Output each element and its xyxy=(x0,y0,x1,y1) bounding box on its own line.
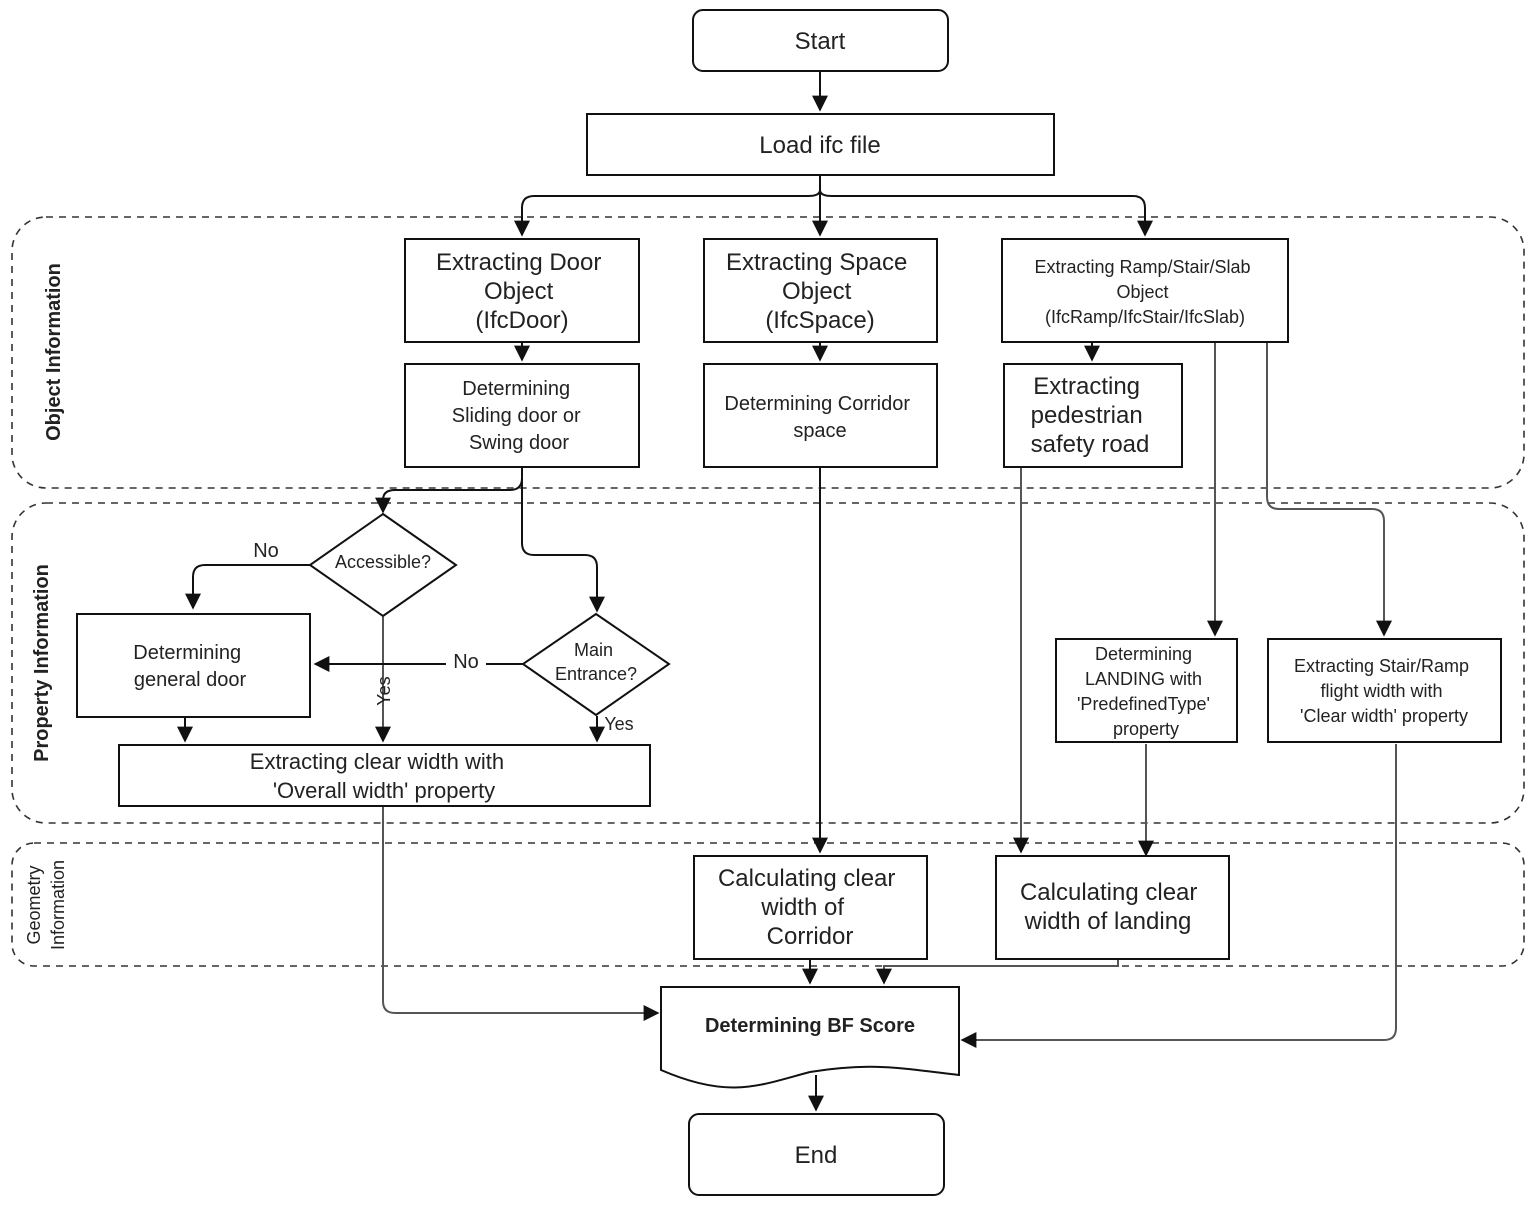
edge-ramp-flight xyxy=(1266,343,1392,637)
main-entrance-line-1: Main xyxy=(574,640,613,660)
svg-text:Extracting Door Object: Extracting Door Object (IfcDoor) xyxy=(436,249,608,334)
node-load-ifc: Load ifc file xyxy=(586,113,1055,176)
edge-load-ramp xyxy=(819,189,1153,237)
svg-text:Extracting Space Object: Extracting Space Object (IfcSpace) xyxy=(726,249,914,334)
door-type-line-2: Sliding door or xyxy=(452,405,581,427)
label-main-yes: Yes xyxy=(604,714,633,734)
calc-corridor-line-1: Calculating clear xyxy=(718,865,895,892)
end-label: End xyxy=(795,1142,838,1169)
node-calc-landing: Calculating clear width of landing xyxy=(995,855,1230,960)
landing-line-1: Determining xyxy=(1095,644,1192,664)
svg-text:Determining LANDING with: Determining LANDING with 'PredefinedType… xyxy=(1077,644,1215,739)
edge-doortype-main xyxy=(521,468,605,613)
node-bf-score: Determining BF Score xyxy=(660,986,960,1089)
svg-text:Extracting pedestrian: Extracting pedestrian safety road xyxy=(1031,373,1150,458)
accessible-label: Accessible? xyxy=(335,552,431,572)
bf-score-label: Determining BF Score xyxy=(705,1015,915,1037)
node-main-entrance-decision: Main Entrance? xyxy=(521,612,671,717)
start-label: Start xyxy=(795,28,846,55)
corridor-line-1: Determining Corridor xyxy=(724,393,910,415)
zone-geometry-information: Geometry Information xyxy=(11,842,1525,967)
node-start: Start xyxy=(692,9,949,72)
node-calc-corridor: Calculating clear width of Corridor xyxy=(693,855,928,960)
door-type-line-3: Swing door xyxy=(469,432,569,454)
corridor-line-2: space xyxy=(793,420,846,442)
calc-landing-line-2: width of landing xyxy=(1024,908,1192,935)
landing-line-4: property xyxy=(1113,719,1179,739)
flight-line-2: flight width with xyxy=(1320,681,1442,701)
zone-object-information: Object Information xyxy=(11,216,1525,489)
node-corridor-space: Determining Corridor space xyxy=(703,363,938,468)
label-accessible-yes: Yes xyxy=(374,676,394,705)
pedestrian-line-3: safety road xyxy=(1031,431,1150,458)
svg-text:Extracting Stair/Ramp fl: Extracting Stair/Ramp flight width with … xyxy=(1294,656,1474,726)
flight-line-1: Extracting Stair/Ramp xyxy=(1294,656,1469,676)
node-flight-width: Extracting Stair/Ramp flight width with … xyxy=(1267,638,1502,743)
label-main-no: No xyxy=(453,651,479,673)
ramp-obj-line-3: (IfcRamp/IfcStair/IfcSlab) xyxy=(1045,307,1245,327)
node-end: End xyxy=(688,1113,945,1196)
edge-load-door xyxy=(514,189,821,237)
zone-property-information: Property Information xyxy=(11,502,1525,824)
landing-line-3: 'PredefinedType' xyxy=(1077,694,1210,714)
zone-label-property: Property Information xyxy=(31,564,53,762)
ramp-obj-line-1: Extracting Ramp/Stair/Slab xyxy=(1034,257,1250,277)
svg-text:Extracting Ramp/Stair/Slab: Extracting Ramp/Stair/Slab Object (IfcRa… xyxy=(1034,257,1255,327)
door-obj-line-3: (IfcDoor) xyxy=(475,307,568,334)
clear-width-line-2: 'Overall width' property xyxy=(273,778,495,803)
pedestrian-line-1: Extracting xyxy=(1033,373,1140,400)
general-door-line-2: general door xyxy=(134,669,247,691)
edge-calclanding-bf xyxy=(876,960,1119,985)
door-type-line-1: Determining xyxy=(462,378,570,400)
ramp-obj-line-2: Object xyxy=(1116,282,1168,302)
general-door-line-1: Determining xyxy=(133,642,241,664)
edge-accessible-no xyxy=(185,564,311,610)
door-obj-line-2: Object xyxy=(484,278,554,305)
edges xyxy=(177,72,1397,1112)
edge-doortype-accessible xyxy=(375,468,523,514)
space-obj-line-3: (IfcSpace) xyxy=(765,307,874,334)
node-ramp-object: Extracting Ramp/Stair/Slab Object (IfcRa… xyxy=(1001,238,1289,343)
svg-text:Main Entrance?: Main Entrance? xyxy=(555,640,637,684)
node-space-object: Extracting Space Object (IfcSpace) xyxy=(703,238,938,343)
label-accessible-no: No xyxy=(253,540,279,562)
zone-label-object: Object Information xyxy=(43,263,65,441)
svg-text:Determining Sliding door: Determining Sliding door or Swing door xyxy=(452,378,587,454)
pedestrian-line-2: pedestrian xyxy=(1031,402,1143,429)
node-general-door: Determining general door xyxy=(76,613,311,718)
node-pedestrian-road: Extracting pedestrian safety road xyxy=(1003,363,1183,468)
svg-text:Calculating clear width: Calculating clear width of landing xyxy=(1020,879,1204,935)
edge-flight-bf xyxy=(960,744,1397,1048)
svg-text:Determining general door: Determining general door xyxy=(133,642,246,691)
zone-label-geometry-1: Geometry xyxy=(24,865,44,944)
svg-text:Determining Corridor spa: Determining Corridor space xyxy=(724,393,915,442)
space-obj-line-1: Extracting Space xyxy=(726,249,907,276)
svg-text:Extracting clear width with: Extracting clear width with 'Overall wid… xyxy=(250,749,510,803)
clear-width-line-1: Extracting clear width with xyxy=(250,749,504,774)
load-label: Load ifc file xyxy=(759,132,880,159)
node-clear-width: Extracting clear width with 'Overall wid… xyxy=(118,744,651,807)
svg-text:Calculating clear width: Calculating clear width of Corridor xyxy=(718,865,902,950)
node-landing: Determining LANDING with 'PredefinedType… xyxy=(1055,638,1238,743)
calc-corridor-line-2: width of xyxy=(760,894,844,921)
node-door-type: Determining Sliding door or Swing door xyxy=(404,363,640,468)
flight-line-3: 'Clear width' property xyxy=(1300,706,1468,726)
calc-corridor-line-3: Corridor xyxy=(767,923,854,950)
landing-line-2: LANDING with xyxy=(1085,669,1202,689)
node-accessible-decision: Accessible? xyxy=(308,512,458,618)
calc-landing-line-1: Calculating clear xyxy=(1020,879,1197,906)
door-obj-line-1: Extracting Door xyxy=(436,249,601,276)
node-door-object: Extracting Door Object (IfcDoor) xyxy=(404,238,640,343)
edge-clear-bf xyxy=(382,807,660,1021)
main-entrance-line-2: Entrance? xyxy=(555,664,637,684)
zone-label-geometry-2: Information xyxy=(48,860,68,950)
space-obj-line-2: Object xyxy=(782,278,852,305)
